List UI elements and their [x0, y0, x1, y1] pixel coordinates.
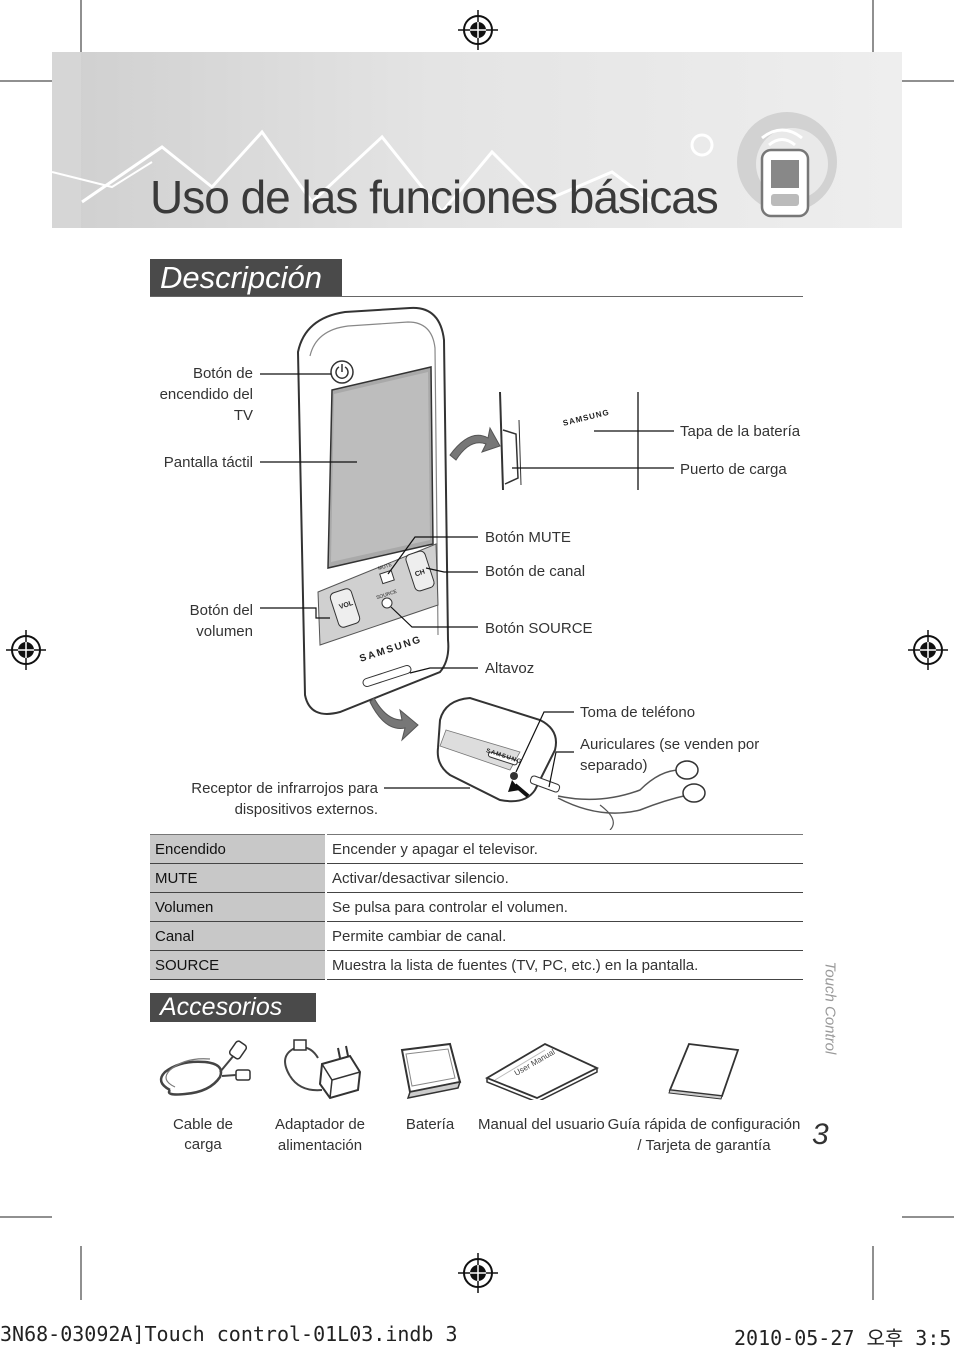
section-rule — [150, 296, 803, 297]
table-value: Se pulsa para controlar el volumen. — [326, 893, 803, 922]
page-number: 3 — [812, 1118, 829, 1152]
power-adapter-icon — [270, 1036, 370, 1102]
label-channel-button: Botón de canal — [485, 561, 585, 582]
functions-table: Encendido Encender y apagar el televisor… — [150, 834, 803, 980]
table-key: Encendido — [150, 835, 326, 864]
label-charge-port: Puerto de carga — [680, 459, 787, 480]
label-phone-jack: Toma de teléfono — [580, 702, 695, 723]
accessory-label-line1: Cable de — [150, 1114, 256, 1135]
accessory-label-line1: Adaptador de — [262, 1114, 378, 1135]
table-key: Canal — [150, 922, 326, 951]
battery-icon — [392, 1042, 467, 1100]
device-diagram — [0, 300, 954, 830]
accessory-label-line1: Guía rápida de configuración — [606, 1114, 802, 1135]
label-earphones: Auriculares (se venden por separado) — [580, 734, 760, 776]
accessory-label-line2: / Tarjeta de garantía — [606, 1135, 802, 1156]
quick-guide-icon — [664, 1040, 744, 1100]
table-value: Permite cambiar de canal. — [326, 922, 803, 951]
accessory-label: Guía rápida de configuración / Tarjeta d… — [606, 1114, 802, 1156]
section-heading-descripcion: Descripción — [150, 259, 342, 297]
accessory-label: Cable de carga — [150, 1114, 256, 1154]
table-row: Encendido Encender y apagar el televisor… — [150, 835, 803, 864]
table-row: Volumen Se pulsa para controlar el volum… — [150, 893, 803, 922]
table-row: MUTE Activar/desactivar silencio. — [150, 864, 803, 893]
registration-mark-bottom — [457, 1252, 499, 1294]
label-ir-receiver: Receptor de infrarrojos para dispositivo… — [190, 778, 378, 820]
side-section-label: Touch Control — [822, 962, 839, 1072]
footer-date: 2010-05-27 오후 3:5 — [734, 1322, 951, 1351]
accessory-label-line1: Manual del usuario — [478, 1114, 604, 1135]
page-title: Uso de las funciones básicas — [150, 170, 718, 224]
section-heading-accesorios: Accesorios — [150, 993, 316, 1022]
table-value: Activar/desactivar silencio. — [326, 864, 803, 893]
table-row: SOURCE Muestra la lista de fuentes (TV, … — [150, 951, 803, 980]
table-key: Volumen — [150, 893, 326, 922]
accessory-label: Manual del usuario — [478, 1114, 604, 1135]
table-key: SOURCE — [150, 951, 326, 980]
accessory-label-line2: alimentación — [262, 1135, 378, 1156]
label-mute-button: Botón MUTE — [485, 527, 571, 548]
accessory-label: Batería — [385, 1114, 475, 1135]
label-source-button: Botón SOURCE — [485, 618, 593, 639]
label-volume-button: Botón del volumen — [150, 600, 253, 642]
label-power-button: Botón de encendido del TV — [150, 363, 253, 426]
label-speaker: Altavoz — [485, 658, 534, 679]
user-manual-icon — [485, 1038, 600, 1100]
table-value: Encender y apagar el televisor. — [326, 835, 803, 864]
accessory-label-line2: carga — [150, 1135, 256, 1154]
accessory-label-line1: Batería — [385, 1114, 475, 1135]
table-value: Muestra la lista de fuentes (TV, PC, etc… — [326, 951, 803, 980]
label-touch-screen: Pantalla táctil — [150, 452, 253, 473]
remote-icon — [752, 120, 816, 220]
registration-mark-top — [457, 9, 499, 51]
table-row: Canal Permite cambiar de canal. — [150, 922, 803, 951]
charging-cable-icon — [150, 1032, 255, 1104]
label-battery-cover: Tapa de la batería — [680, 421, 800, 442]
table-key: MUTE — [150, 864, 326, 893]
footer-file-info: 3N68-03092A]Touch control-01L03.indb 3 — [0, 1322, 458, 1346]
accessory-label: Adaptador de alimentación — [262, 1114, 378, 1156]
